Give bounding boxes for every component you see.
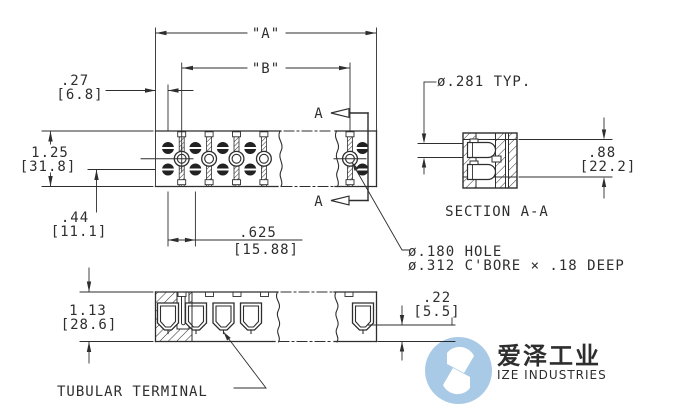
tubular-terminal bbox=[351, 302, 375, 335]
dim-113-in: 1.13 bbox=[69, 303, 107, 319]
dimensions-top-view: "A" "B" .27 [6.8] 1.25 [31.8] .44 [11.1]… bbox=[20, 26, 410, 258]
dim-44-mm: [11.1] bbox=[51, 224, 108, 240]
break-line bbox=[278, 130, 283, 188]
section-flag-bottom-label: A bbox=[314, 194, 323, 210]
dim-22-in: .22 bbox=[423, 290, 451, 306]
arrowheads bbox=[48, 30, 376, 243]
section-title: SECTION A-A bbox=[445, 204, 549, 220]
front-view-body bbox=[154, 291, 378, 343]
tubular-terminal-label: TUBULAR TERMINAL bbox=[57, 384, 208, 400]
center-nub bbox=[491, 155, 502, 163]
section-dims bbox=[417, 81, 613, 199]
terminal-screws bbox=[161, 142, 369, 176]
section-body-outline bbox=[462, 132, 518, 189]
watermark-logo: 爱泽工业 IZE INDUSTRIES bbox=[425, 337, 607, 404]
dim-125-mm: [31.8] bbox=[20, 159, 77, 175]
watermark-en-text: IZE INDUSTRIES bbox=[497, 368, 607, 382]
top-view-body bbox=[154, 130, 378, 188]
section-arrow-top-icon bbox=[330, 107, 350, 119]
edge-notches bbox=[177, 291, 354, 297]
hole-note-line2: ø.312 C'BORE × .18 DEEP bbox=[408, 258, 625, 274]
dim-625-in: .625 bbox=[239, 225, 277, 241]
dim-88-in: .88 bbox=[588, 145, 616, 161]
mounting-holes bbox=[173, 150, 359, 167]
watermark-cn-text: 爱泽工业 bbox=[497, 342, 601, 370]
dim-a-label: "A" bbox=[252, 26, 280, 42]
dim-125-in: 1.25 bbox=[31, 145, 69, 161]
section-view: ø.281 TYP. .88 [22.2] SECTION A-A bbox=[417, 74, 637, 220]
section-arrow-bottom-icon bbox=[330, 195, 350, 206]
front-view-dims bbox=[79, 267, 456, 389]
section-arrow-icons bbox=[330, 107, 350, 206]
break-line bbox=[334, 291, 339, 343]
section-flag-top-label: A bbox=[314, 106, 323, 122]
watermark-glyph-bottom bbox=[443, 368, 470, 395]
dia-281-label: ø.281 TYP. bbox=[437, 74, 531, 90]
tubular-terminal bbox=[212, 302, 235, 335]
dim-44-in: .44 bbox=[61, 210, 89, 226]
dim-113-mm: [28.6] bbox=[61, 317, 118, 333]
break-line bbox=[275, 291, 281, 343]
dim-625-mm: [15.88] bbox=[233, 242, 299, 258]
watermark-glyph-top bbox=[447, 346, 474, 373]
tubular-terminal bbox=[239, 302, 263, 335]
hole-note: ø.180 HOLE ø.312 C'BORE × .18 DEEP bbox=[408, 244, 625, 274]
dim-22-mm: [5.5] bbox=[413, 304, 460, 320]
top-view bbox=[140, 130, 378, 188]
hole-note-line1: ø.180 HOLE bbox=[408, 244, 502, 260]
dim-b-label: "B" bbox=[252, 61, 280, 77]
dim-27-in: .27 bbox=[61, 73, 89, 89]
front-view: 1.13 [28.6] .22 [5.5] TUBULAR TERMINAL bbox=[57, 267, 460, 400]
dim-27-mm: [6.8] bbox=[56, 87, 103, 103]
watermark-circle bbox=[425, 337, 492, 404]
dim-88-mm: [22.2] bbox=[580, 159, 637, 175]
